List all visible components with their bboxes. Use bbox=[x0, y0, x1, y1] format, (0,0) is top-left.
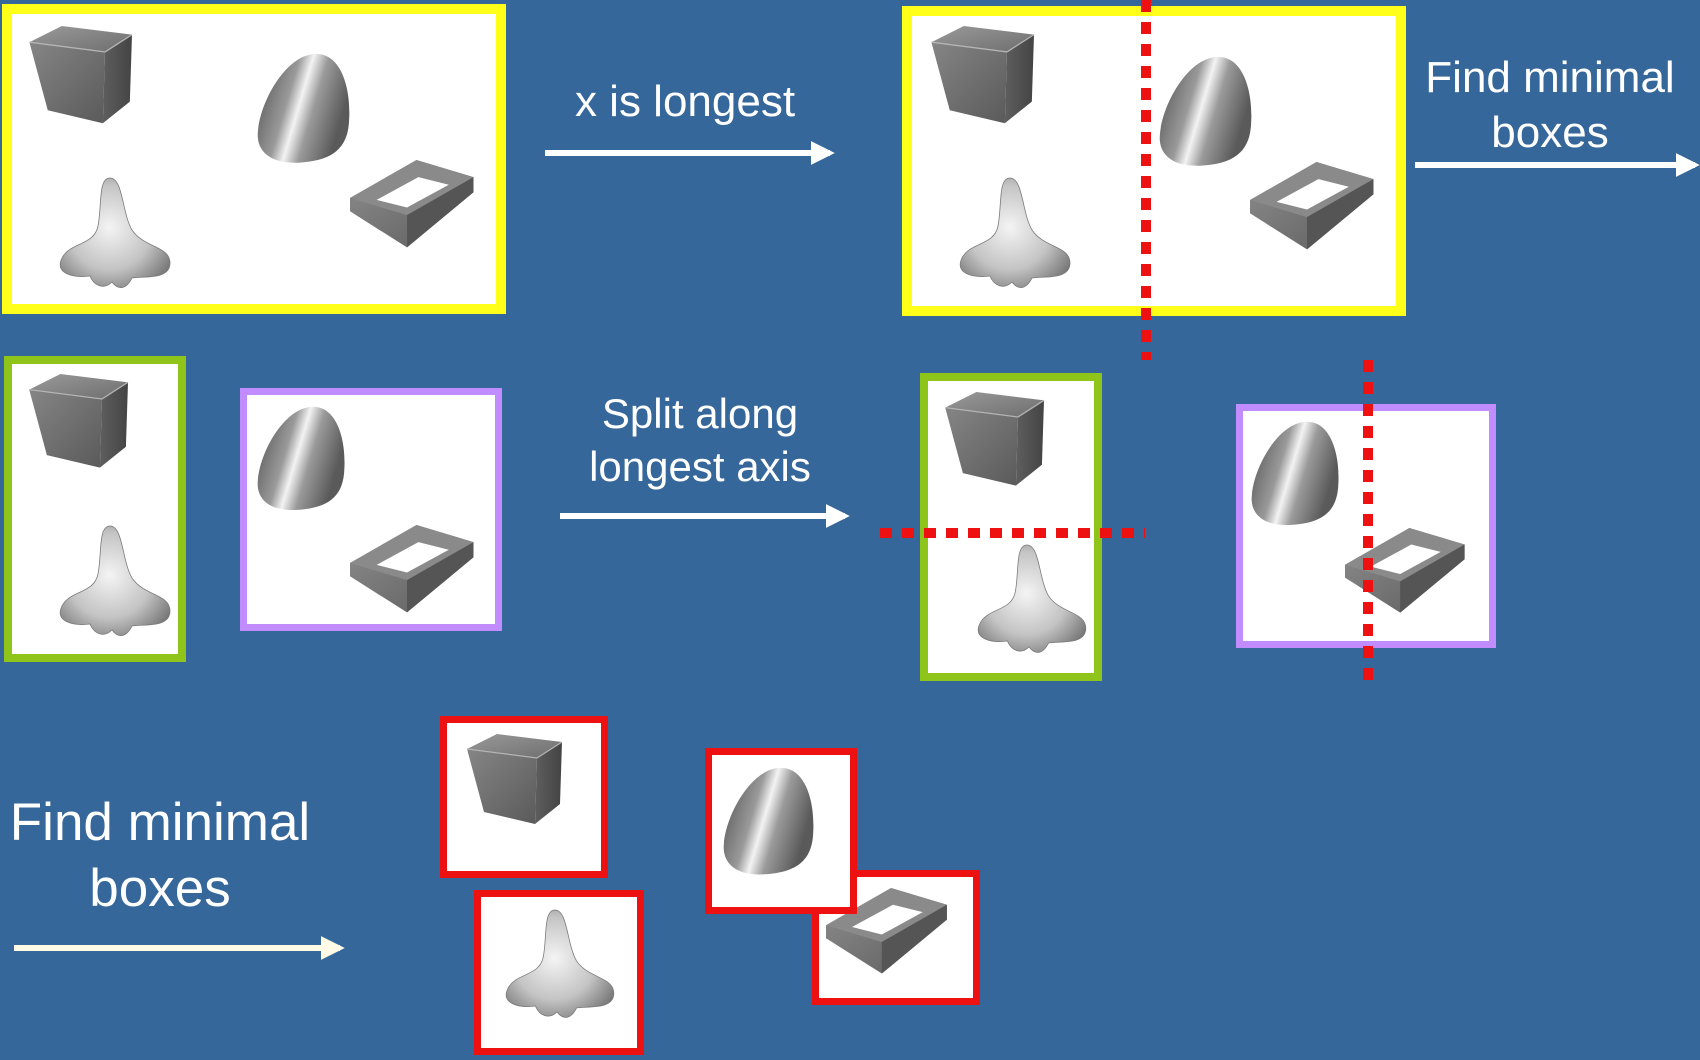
step2-label-line2: boxes bbox=[1491, 108, 1609, 157]
cube-icon bbox=[29, 26, 133, 124]
step4-label: Find minimal boxes bbox=[0, 790, 320, 923]
blob-icon bbox=[1159, 56, 1252, 166]
cube-icon bbox=[29, 374, 129, 468]
cube-icon bbox=[945, 392, 1045, 486]
step4-label-line1: Find minimal bbox=[9, 793, 311, 852]
frame-icon bbox=[826, 888, 947, 974]
tetra-blob-icon bbox=[59, 177, 171, 288]
cube-icon bbox=[466, 734, 563, 824]
tetra-blob-icon bbox=[505, 909, 615, 1018]
blob-icon bbox=[723, 767, 814, 875]
step2-label-line1: Find minimal bbox=[1425, 53, 1675, 102]
step1-label: x is longest bbox=[574, 77, 796, 126]
step3-label-line2: longest axis bbox=[589, 442, 811, 490]
frame-icon bbox=[1345, 528, 1465, 613]
frame-icon bbox=[350, 525, 474, 613]
tetra-blob-icon bbox=[59, 525, 171, 636]
tetra-blob-icon bbox=[959, 177, 1071, 288]
step3-label: Split along longest axis bbox=[560, 388, 840, 493]
blob-icon bbox=[257, 406, 345, 511]
frame-icon bbox=[1250, 162, 1374, 250]
cube-icon bbox=[931, 26, 1035, 124]
step3-label-line1: Split along bbox=[601, 390, 799, 437]
tetra-blob-icon bbox=[977, 544, 1087, 653]
blob-icon bbox=[257, 53, 350, 163]
blob-icon bbox=[1251, 421, 1339, 526]
step2-label: Find minimal boxes bbox=[1400, 50, 1700, 160]
frame-icon bbox=[350, 160, 474, 248]
step4-label-line2: boxes bbox=[89, 859, 231, 919]
